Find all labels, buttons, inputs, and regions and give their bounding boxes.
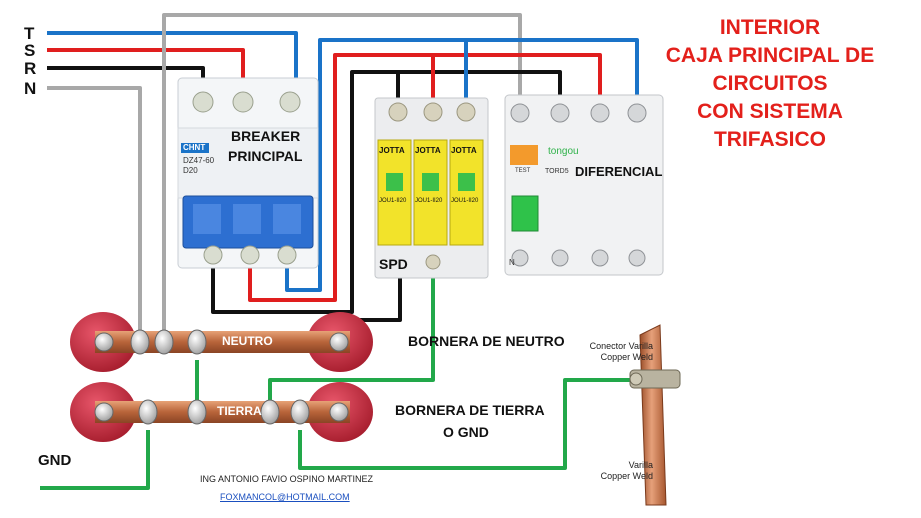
breaker-model: DZ47-60: [183, 156, 215, 165]
spd-brand-3: JOTTA: [451, 146, 477, 155]
ground-busbar: [70, 382, 373, 442]
neutral-busbar: [70, 312, 373, 372]
title-line-1: INTERIOR: [719, 16, 821, 39]
spd-model-2: JOU1-II20: [415, 198, 443, 204]
ground-bar-caption-2: O GND: [443, 424, 489, 440]
breaker-label-1: BREAKER: [231, 128, 301, 144]
spd: [374, 97, 489, 279]
breaker-rating: D20: [183, 166, 198, 175]
wire-ground-rod: [298, 378, 640, 470]
author-email-link[interactable]: FOXMANCOL@HOTMAIL.COM: [220, 492, 350, 502]
wire-blue-breaker-diff: [285, 38, 639, 292]
wire-black-breaker-diff: [211, 70, 562, 314]
spd-brand-1: JOTTA: [379, 146, 405, 155]
diagram-title: INTERIOR CAJA PRINCIPAL DE CIRCUITOS CON…: [640, 14, 900, 154]
breaker-brand: CHNT: [183, 143, 206, 152]
neutral-bar-label: NEUTRO: [222, 334, 273, 348]
spd-model-1: JOU1-II20: [379, 198, 407, 204]
title-line-5: TRIFASICO: [713, 128, 826, 151]
wire-spd-ground: [268, 270, 435, 402]
author-credit: ING ANTONIO FAVIO OSPINO MARTINEZ: [200, 474, 374, 484]
wires: [40, 13, 640, 490]
title-line-3: CIRCUITOS: [712, 72, 828, 95]
wire-s-red: [47, 48, 245, 90]
title-line-4: CON SISTEMA: [697, 100, 843, 123]
diff-n-terminal: N: [509, 258, 515, 267]
spd-label: SPD: [379, 256, 408, 272]
ground-bar-label: TIERRA: [217, 404, 262, 418]
gnd-label: GND: [38, 452, 72, 469]
wire-red-breaker-diff: [248, 53, 602, 302]
title-line-2: CAJA PRINCIPAL DE: [665, 44, 875, 67]
neutral-bar-caption: BORNERA DE NEUTRO: [408, 333, 565, 349]
spd-model-3: JOU1-II20: [451, 198, 479, 204]
phase-label-r: R: [24, 59, 37, 78]
diff-label: DIFERENCIAL: [575, 164, 663, 179]
wire-t-blue: [47, 31, 298, 90]
rod-line-1: Varilla: [628, 460, 653, 470]
rod-line-2: Copper Weld: [600, 471, 653, 481]
differential-switch: [504, 94, 664, 276]
breaker-label-2: PRINCIPAL: [228, 148, 303, 164]
rod-connector-line-1: Conector Varilla: [589, 341, 653, 351]
phase-label-t: T: [24, 24, 35, 43]
spd-brand-2: JOTTA: [415, 146, 441, 155]
phase-label-s: S: [24, 41, 36, 60]
wire-n-gray: [47, 86, 142, 342]
diff-test: TEST: [515, 168, 531, 174]
wire-gnd-out: [40, 430, 150, 490]
rod-connector-line-2: Copper Weld: [600, 352, 653, 362]
wire-neutral-to-diff: [162, 13, 522, 342]
ground-rod: [629, 324, 681, 506]
phase-label-n: N: [24, 79, 37, 98]
main-breaker: [177, 77, 319, 269]
ground-bar-caption-1: BORNERA DE TIERRA: [395, 402, 545, 418]
diff-model: TORD5: [545, 168, 569, 175]
diff-brand: tongou: [548, 146, 579, 157]
